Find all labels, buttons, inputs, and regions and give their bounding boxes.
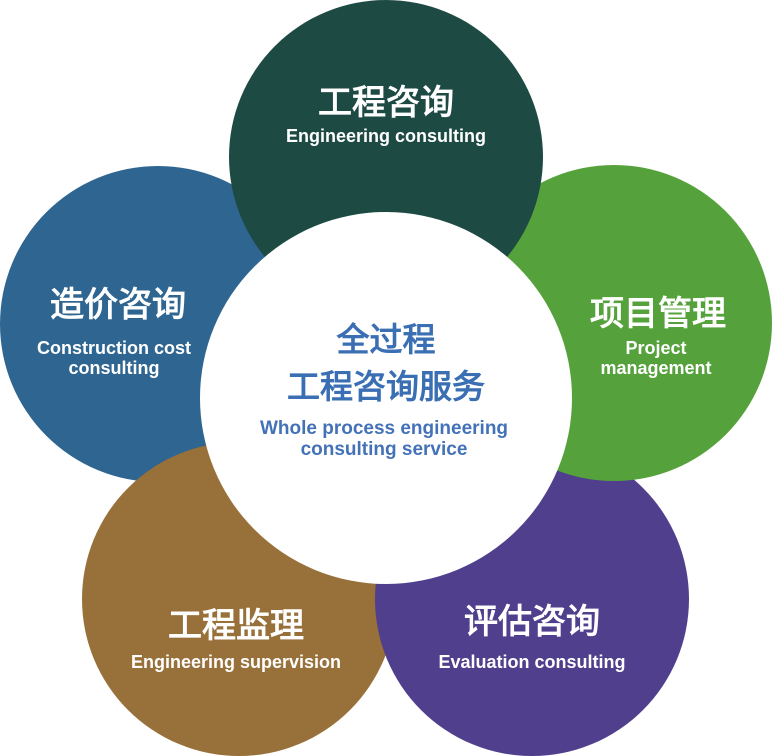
center-subtitle-line2: consulting service bbox=[301, 439, 468, 460]
petal-title-en-line1: Construction cost bbox=[37, 338, 191, 358]
petal-title-zh: 项目管理 bbox=[590, 294, 726, 334]
petal-title-zh: 造价咨询 bbox=[50, 285, 186, 325]
center-circle bbox=[200, 212, 572, 584]
petal-title-zh: 工程监理 bbox=[168, 606, 304, 646]
center-title-line2: 工程咨询服务 bbox=[287, 367, 485, 406]
petal-title-en-line1: Engineering consulting bbox=[286, 126, 486, 146]
petal-title-en-line2: consulting bbox=[69, 358, 160, 378]
petal-title-en-line1: Engineering supervision bbox=[131, 652, 341, 672]
petal-title-zh: 评估咨询 bbox=[464, 602, 600, 642]
center-hub: 全过程 工程咨询服务 Whole process engineering con… bbox=[200, 212, 572, 584]
petal-title-zh: 工程咨询 bbox=[318, 83, 454, 123]
center-title-line1: 全过程 bbox=[336, 320, 436, 359]
petal-title-en-line1: Project bbox=[625, 338, 686, 358]
center-subtitle-line1: Whole process engineering bbox=[260, 418, 508, 439]
petal-title-en-line1: Evaluation consulting bbox=[438, 652, 625, 672]
petal-title-en-line2: management bbox=[600, 358, 711, 378]
